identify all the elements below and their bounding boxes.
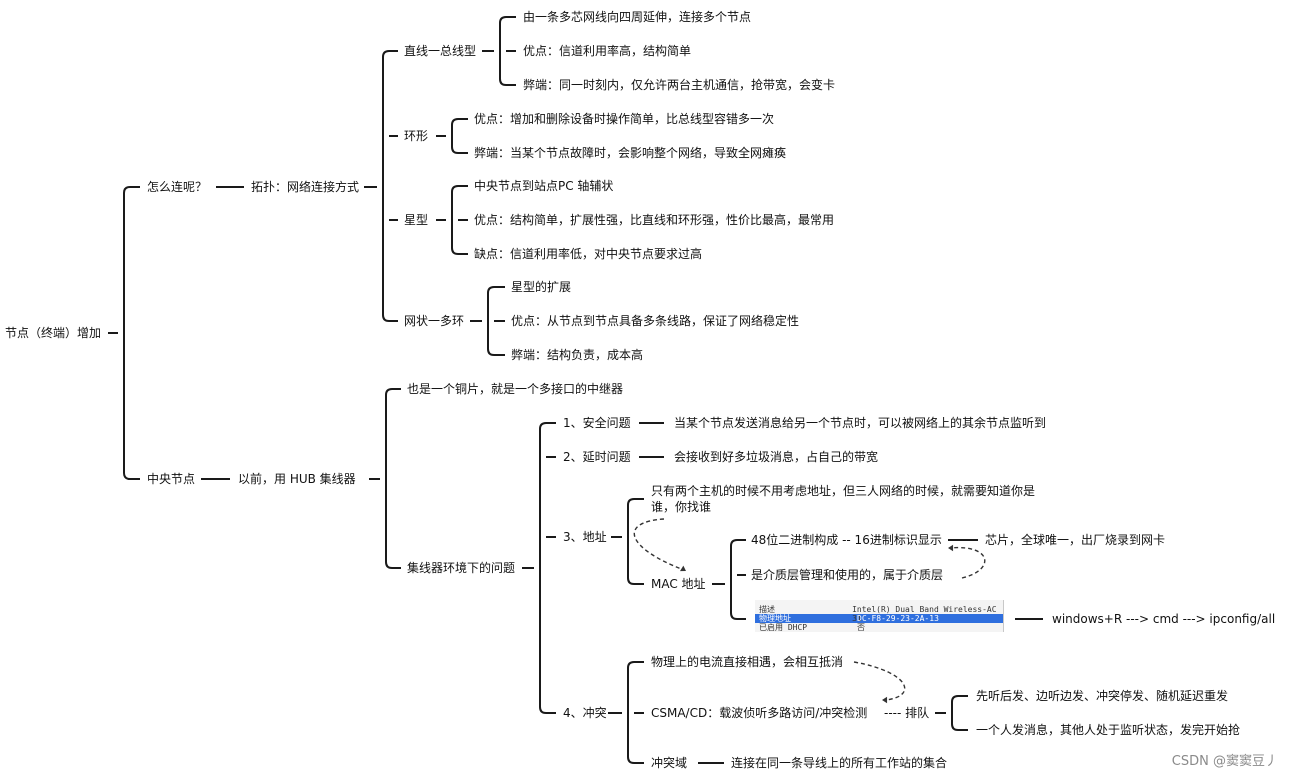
screenshot-row-selected: 物理地址 DC-F8-29-23-2A-13	[755, 614, 1003, 623]
root-node: 节点（终端）增加	[5, 326, 102, 340]
connector-bracket	[627, 661, 635, 764]
screenshot-value: Intel(R) Dual Band Wireless-AC 31	[852, 605, 997, 623]
delay-detail: 会接收到好多垃圾消息，占自己的带宽	[674, 450, 879, 464]
address-note: 只有两个主机的时候不用考虑地址，但三人网络的时候，就需要知道你是谁，你找谁	[651, 484, 1036, 514]
ring-node: 环形	[404, 129, 429, 143]
connector-bracket	[730, 539, 738, 620]
ring-item: 弊端：当某个节点故障时，会影响整个网络，导致全网瘫痪	[474, 146, 787, 160]
arrow-head	[680, 565, 686, 572]
dashed-arrow	[949, 546, 986, 579]
connector-bracket	[385, 388, 393, 569]
bus-item: 弊端：同一时刻内，仅允许两台主机通信，抢带宽，会变卡	[523, 78, 836, 92]
arrow-head	[948, 544, 954, 552]
conflict-node: 4、冲突	[563, 706, 607, 720]
mesh-item: 星型的扩展	[511, 280, 572, 294]
central-node: 中央节点	[147, 472, 196, 486]
connector-bracket	[951, 695, 959, 731]
connector-bracket	[539, 422, 547, 714]
hub-problems-node: 集线器环境下的问题	[407, 561, 516, 575]
connector-bracket	[451, 118, 459, 154]
mesh-item: 弊端：结构负责，成本高	[511, 348, 644, 362]
security-problem-node: 1、安全问题	[563, 416, 631, 430]
topology-node: 拓扑：网络连接方式	[251, 180, 360, 194]
how-connect-node: 怎么连呢？	[147, 180, 208, 194]
screenshot-value: DC-F8-29-23-2A-13	[857, 614, 939, 623]
bus-node: 直线一总线型	[404, 44, 477, 58]
mac-bits-item: 48位二进制构成 -- 16进制标识显示	[751, 533, 942, 547]
screenshot-key: 物理地址	[759, 614, 791, 623]
star-item: 缺点：信道利用率低，对中央节点要求过高	[474, 247, 703, 261]
screenshot-key: 已启用 DHCP	[759, 623, 808, 632]
chip-detail: 芯片，全球唯一，出厂烧录到网卡	[985, 533, 1166, 547]
arrow-head	[882, 696, 888, 704]
conflict-item: 物理上的电流直接相遇，会相互抵消	[651, 655, 844, 669]
ring-item: 优点：增加和删除设备时操作简单，比总线型容错多一次	[474, 112, 775, 126]
queue-item: 先听后发、边听边发、冲突停发、随机延迟重发	[976, 689, 1229, 703]
connector-bracket	[123, 186, 131, 480]
hub-node: 以前，用 HUB 集线器	[238, 472, 356, 486]
screenshot-value: 否	[857, 623, 865, 632]
bus-item: 优点：信道利用率高，结构简单	[523, 44, 692, 58]
mac-node: MAC 地址	[651, 577, 706, 591]
connector-bracket	[451, 185, 459, 255]
queue-node: ---- 排队	[884, 706, 930, 720]
mesh-item: 优点：从节点到节点具备多条线路，保证了网络稳定性	[511, 314, 800, 328]
connector-bracket	[487, 286, 495, 356]
hub-desc-node: 也是一个铜片，就是一个多接口的中继器	[407, 382, 624, 396]
screenshot-row	[755, 600, 1003, 605]
queue-item: 一个人发消息，其他人处于监听状态，发完开始抢	[976, 723, 1241, 737]
screenshot-row: 描述 Intel(R) Dual Band Wireless-AC 31	[755, 605, 1003, 623]
star-node: 星型	[404, 213, 429, 227]
star-item: 优点：结构简单，扩展性强，比直线和环形强，性价比最高，最常用	[474, 213, 835, 227]
watermark: CSDN @窦窦豆丿	[1171, 754, 1278, 769]
connector-bracket	[627, 498, 635, 585]
connector-bracket	[499, 16, 507, 86]
cmd-detail: windows+R ---> cmd ---> ipconfig/all	[1052, 612, 1276, 626]
collision-domain-item: 冲突域	[651, 756, 688, 770]
collision-domain-detail: 连接在同一条导线上的所有工作站的集合	[731, 756, 948, 770]
screenshot-key: 描述	[759, 605, 775, 614]
address-node: 3、地址	[563, 530, 607, 544]
connector-bracket	[382, 50, 390, 322]
delay-problem-node: 2、延时问题	[563, 450, 631, 464]
mesh-node: 网状一多环	[404, 314, 465, 328]
ipconfig-screenshot: 描述 Intel(R) Dual Band Wireless-AC 31 物理地址…	[755, 600, 1004, 632]
screenshot-row: 已启用 DHCP 否	[755, 623, 1003, 632]
bus-item: 由一条多芯网线向四周延伸，连接多个节点	[523, 10, 752, 24]
csma-cd-item: CSMA/CD：载波侦听多路访问/冲突检测	[651, 706, 868, 720]
star-item: 中央节点到站点PC 轴辅状	[474, 179, 614, 193]
dashed-arrow	[853, 661, 906, 701]
security-detail: 当某个节点发送消息给另一个节点时，可以被网络上的其余节点监听到	[674, 416, 1047, 430]
mac-layer-item: 是介质层管理和使用的，属于介质层	[751, 568, 944, 582]
dashed-arrow	[633, 518, 685, 571]
